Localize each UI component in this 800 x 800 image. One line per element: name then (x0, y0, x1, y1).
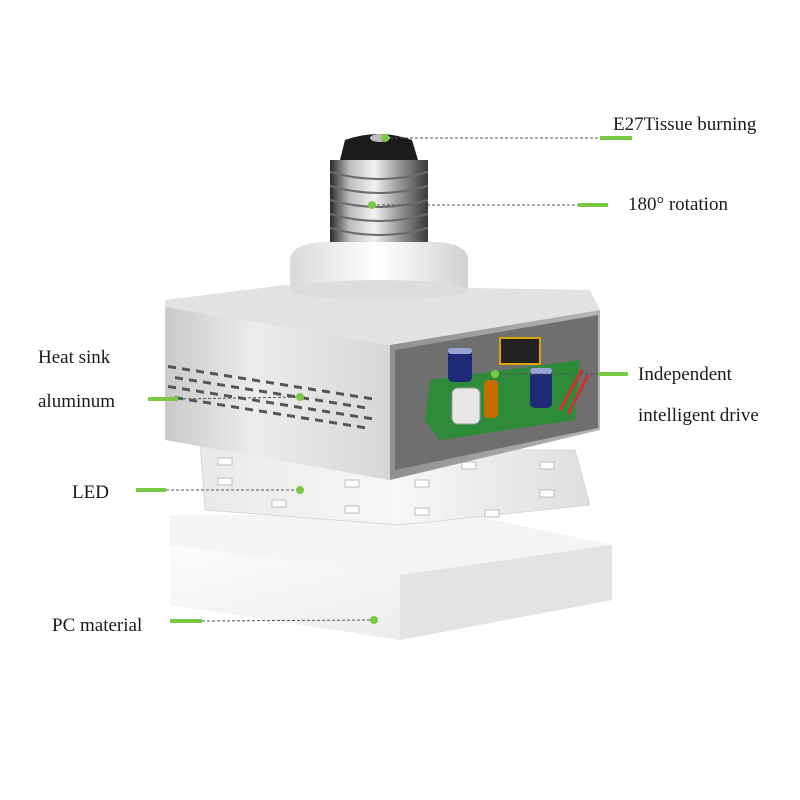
leader-independent-drive (491, 370, 628, 378)
label-independent-2: intelligent drive (638, 405, 759, 426)
leader-led (136, 486, 304, 494)
heat-sink-housing (165, 285, 600, 480)
label-heat-sink-1: Heat sink (38, 347, 111, 368)
bulb-neck (290, 242, 468, 300)
label-independent-1: Independent (638, 364, 732, 385)
label-rotation: 180° rotation (628, 194, 728, 215)
label-pc: PC material (52, 615, 143, 636)
vent-slots (168, 365, 372, 430)
leader-rotation (368, 201, 608, 209)
leader-e27 (381, 134, 632, 142)
driver-cutaway (395, 315, 598, 470)
leader-heat-sink (148, 393, 304, 401)
label-e27: E27Tissue burning (613, 114, 757, 135)
leader-pc (170, 616, 378, 624)
label-heat-sink-2: aluminum (38, 391, 116, 412)
e27-screw-base (329, 134, 429, 242)
pc-cover (170, 515, 612, 640)
label-led: LED (72, 482, 109, 503)
